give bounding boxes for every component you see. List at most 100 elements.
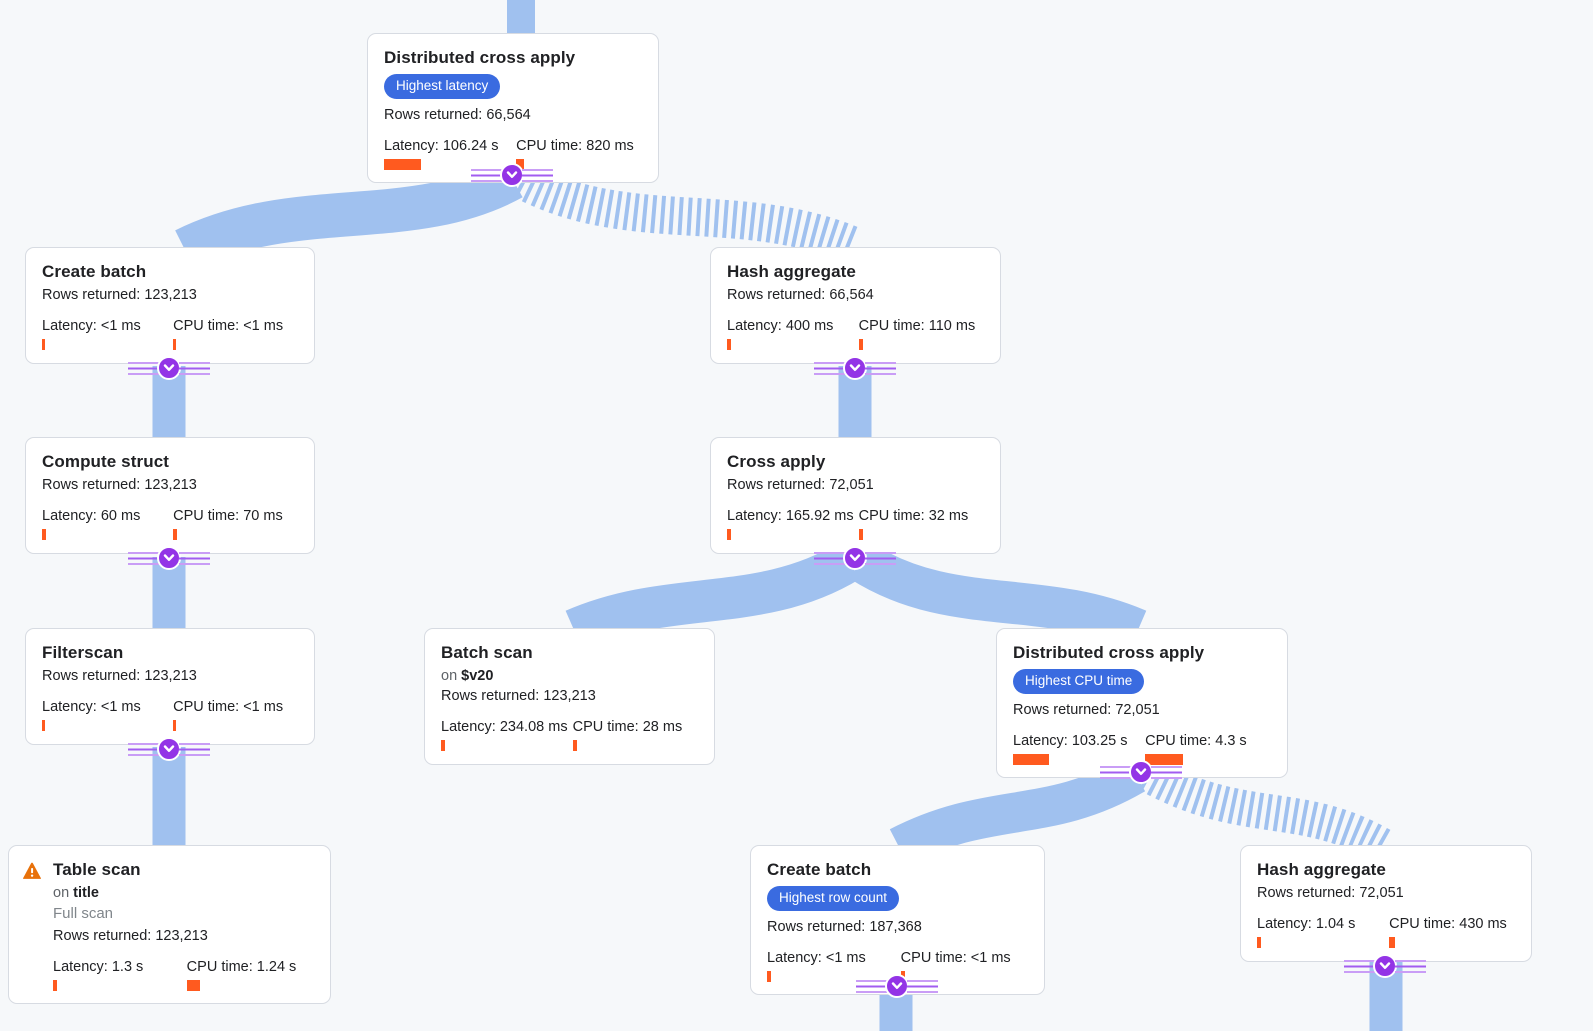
rows-returned: Rows returned: 123,213	[53, 928, 314, 944]
collapse-connector-cross-apply[interactable]	[813, 546, 896, 570]
cpu-label: CPU time:	[173, 699, 240, 715]
cpu-metric: CPU time: <1 ms	[900, 950, 1028, 982]
latency-value: 1.04 s	[1315, 916, 1356, 932]
node-title: Hash aggregate	[727, 262, 856, 281]
latency-metric: Latency: 234.08 ms	[441, 719, 573, 751]
edge-cross-apply-to-distributed-cross-apply-lower	[849, 543, 1147, 650]
on-prefix: on	[441, 668, 458, 684]
latency-label: Latency:	[1013, 732, 1068, 749]
cpu-value: 32 ms	[928, 508, 969, 524]
rows-label: Rows returned:	[384, 106, 483, 123]
cpu-metric: CPU time: 430 ms	[1389, 916, 1515, 948]
collapse-connector-create-batch-lower[interactable]	[855, 974, 938, 998]
rows-label: Rows returned:	[767, 918, 866, 935]
rows-label: Rows returned:	[53, 928, 152, 944]
collapse-connector-hash-aggregate-lower[interactable]	[1344, 954, 1426, 978]
cpu-label: CPU time:	[186, 959, 253, 975]
rows-value: 123,213	[144, 477, 197, 493]
chevron-down-icon[interactable]	[842, 546, 867, 570]
latency-bar	[727, 529, 731, 540]
node-title: Distributed cross apply	[1013, 643, 1205, 662]
cpu-metric: CPU time: 32 ms	[858, 508, 984, 540]
latency-bar	[441, 740, 445, 751]
rows-value: 123,213	[155, 928, 208, 944]
edge-cross-apply-to-batch-scan	[565, 542, 860, 650]
latency-value: 1.3 s	[111, 959, 144, 975]
connector-stripe	[471, 168, 502, 182]
chevron-down-icon[interactable]	[500, 163, 524, 187]
chevron-down-icon[interactable]	[157, 546, 181, 570]
edge-distributed-cross-apply-lower-to-create-batch-lower	[889, 756, 1146, 865]
chevron-down-icon[interactable]	[842, 356, 867, 380]
connector-stripe	[128, 742, 159, 756]
rows-label: Rows returned:	[727, 477, 826, 493]
warning-icon	[22, 861, 42, 885]
cpu-value: 70 ms	[243, 508, 283, 524]
latency-metric: Latency: <1 ms	[42, 318, 173, 350]
collapse-connector-create-batch-upper[interactable]	[128, 356, 210, 380]
chevron-down-icon[interactable]	[157, 737, 181, 761]
edge-distributed-cross-apply-lower-to-hash-aggregate-lower	[1138, 758, 1394, 863]
chevron-down-icon[interactable]	[1373, 954, 1397, 978]
node-title: Batch scan	[441, 643, 533, 662]
latency-label: Latency:	[767, 949, 822, 966]
cpu-bar	[186, 980, 200, 991]
collapse-connector-compute-struct[interactable]	[128, 546, 210, 570]
latency-value: 165.92 ms	[785, 508, 854, 524]
rows-label: Rows returned:	[42, 668, 141, 684]
rows-value: 72,051	[1359, 885, 1404, 901]
latency-metric: Latency: 103.25 s	[1013, 733, 1145, 765]
latency-value: <1 ms	[100, 318, 141, 334]
cpu-value: 1.24 s	[256, 959, 297, 975]
rows-value: 123,213	[543, 688, 596, 704]
rows-returned: Rows returned: 123,213	[441, 688, 698, 704]
collapse-connector-hash-aggregate-upper[interactable]	[813, 356, 896, 380]
latency-label: Latency:	[1257, 916, 1312, 932]
chevron-down-icon[interactable]	[884, 974, 909, 998]
connector-stripe	[813, 551, 845, 565]
connector-stripe	[1151, 765, 1182, 779]
cpu-metric: CPU time: 820 ms	[516, 138, 642, 170]
collapse-connector-distributed-cross-apply-root[interactable]	[471, 163, 553, 187]
latency-bar	[727, 339, 731, 350]
rows-returned: Rows returned: 72,051	[727, 477, 984, 493]
chevron-down-icon[interactable]	[157, 356, 181, 380]
collapse-connector-distributed-cross-apply-lower[interactable]	[1100, 760, 1182, 784]
cpu-label: CPU time:	[516, 137, 583, 154]
latency-metric: Latency: 1.04 s	[1257, 916, 1389, 948]
connector-stripe	[1395, 959, 1426, 973]
connector-stripe	[179, 361, 210, 375]
connector-stripe	[855, 979, 887, 993]
latency-bar	[42, 529, 46, 540]
chevron-down-icon[interactable]	[1129, 760, 1153, 784]
collapse-connector-filterscan[interactable]	[128, 737, 210, 761]
cpu-value: 820 ms	[586, 137, 634, 154]
cpu-metric: CPU time: 1.24 s	[186, 959, 314, 991]
rows-value: 72,051	[829, 477, 874, 493]
connector-stripe	[179, 551, 210, 565]
latency-value: 234.08 ms	[499, 719, 568, 735]
cpu-label: CPU time:	[1389, 916, 1456, 932]
rows-label: Rows returned:	[1257, 885, 1356, 901]
cpu-metric: CPU time: <1 ms	[173, 699, 298, 731]
cpu-value: 4.3 s	[1215, 732, 1247, 749]
cpu-value: 110 ms	[928, 318, 976, 334]
latency-bar	[53, 980, 57, 991]
node-title: Table scan	[53, 860, 141, 879]
